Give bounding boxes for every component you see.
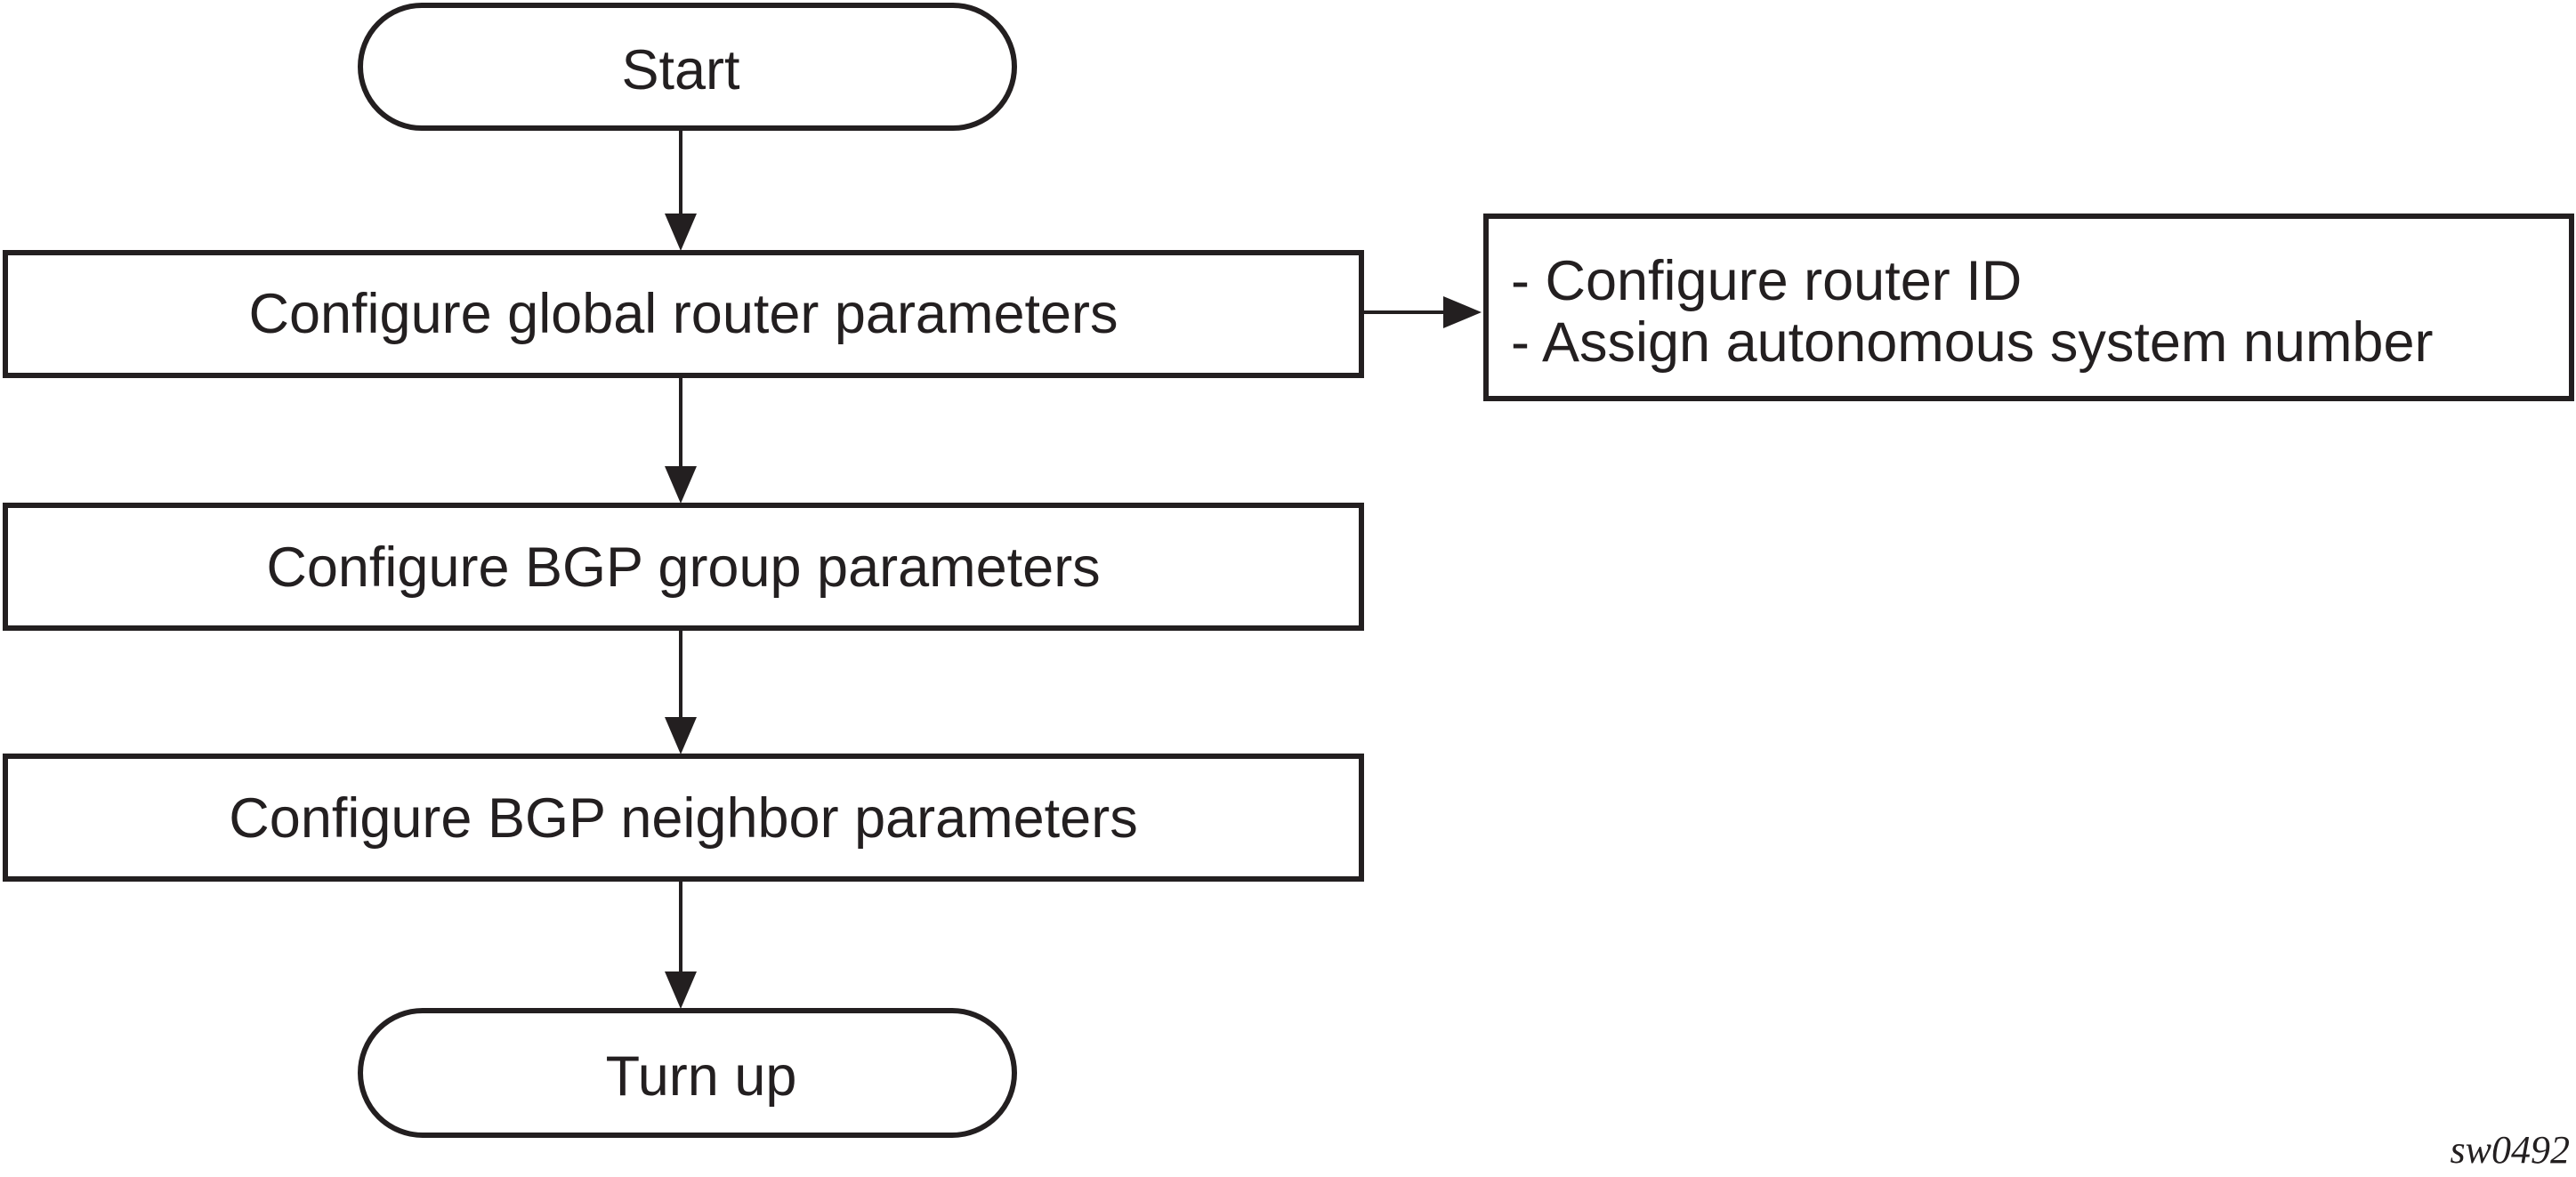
turn-up-node: Turn up: [358, 1008, 1017, 1138]
note-line-router-id: - Configure router ID: [1511, 250, 2022, 312]
bgp-group-step: Configure BGP group parameters: [3, 503, 1364, 631]
start-label: Start: [621, 39, 740, 101]
turn-up-label: Turn up: [606, 1045, 797, 1108]
bgp-group-label: Configure BGP group parameters: [266, 536, 1100, 599]
arrow-start-to-global: [665, 128, 697, 251]
bgp-neighbor-label: Configure BGP neighbor parameters: [229, 787, 1137, 850]
global-router-step: Configure global router parameters: [3, 250, 1364, 378]
start-node: Start: [358, 3, 1017, 131]
global-router-note: - Configure router ID - Assign autonomou…: [1483, 214, 2574, 401]
note-line-as-number: - Assign autonomous system number: [1511, 311, 2434, 374]
global-router-label: Configure global router parameters: [248, 283, 1118, 345]
arrow-global-to-group: [665, 375, 697, 504]
arrow-group-to-neighbor: [665, 628, 697, 754]
arrow-global-to-note: [1361, 296, 1482, 328]
bgp-neighbor-step: Configure BGP neighbor parameters: [3, 754, 1364, 882]
arrow-neighbor-to-end: [665, 879, 697, 1009]
figure-id: sw0492: [2451, 1128, 2570, 1172]
